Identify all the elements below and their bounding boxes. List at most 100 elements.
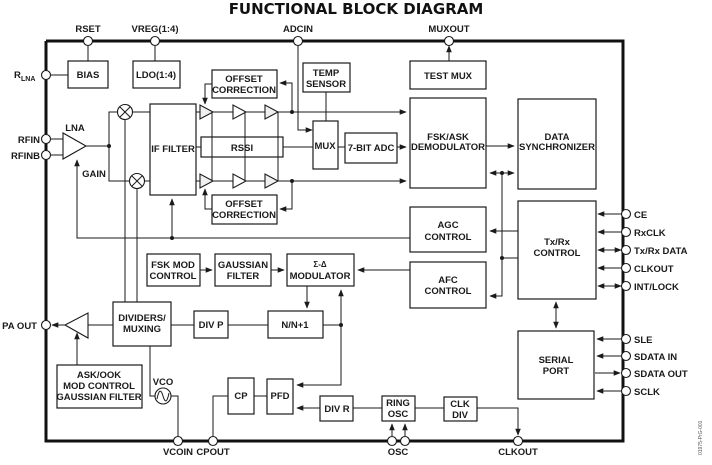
svg-text:GAIN: GAIN [82,169,106,180]
diagram-title: FUNCTIONAL BLOCK DIAGRAM [229,0,484,18]
if-amp-chain-i [196,80,407,120]
pin-ce: CE [597,208,647,221]
mixer-q-icon [128,172,146,190]
svg-text:GAUSSIAN: GAUSSIAN [218,260,268,271]
svg-text:MUXING: MUXING [123,324,161,335]
pin-pa-out: PA OUT [2,319,52,332]
block-div-p: DIV P [193,310,229,339]
pin-clkout-right: CLKOUT [597,262,674,275]
svg-text:DIV P: DIV P [199,320,224,331]
svg-text:OSC: OSC [388,447,409,458]
block-clk-div: CLK DIV [443,396,478,422]
svg-text:OFFSET: OFFSET [225,199,263,210]
block-dividers-muxing: DIVIDERS/ MUXING [112,301,172,347]
svg-text:7-BIT ADC: 7-BIT ADC [348,143,395,154]
svg-text:RxCLK: RxCLK [634,228,666,239]
block-ask-ook-mod-control: ASK/OOK MOD CONTROL GAUSSIAN FILTER [56,364,143,409]
svg-text:Tx/Rx: Tx/Rx [544,237,571,248]
pin-int-lock: INT/LOCK [597,280,679,293]
svg-text:DIVIDERS/: DIVIDERS/ [118,313,166,324]
svg-text:SERIAL: SERIAL [539,355,574,366]
pin-txrx-data: Tx/Rx DATA [597,244,688,257]
block-offset-correction-bottom: OFFSET CORRECTION [211,194,278,225]
svg-text:MODULATOR: MODULATOR [290,271,351,282]
chip-outline [44,39,625,443]
pin-adcin: ADCIN [283,24,313,133]
pin-muxout: MUXOUT [428,24,470,61]
block-fsk-ask-demodulator: FSK/ASK DEMODULATOR [409,97,487,189]
block-test-mux: TEST MUX [409,60,487,90]
svg-text:SCLK: SCLK [634,387,660,398]
svg-text:AGC: AGC [437,220,458,231]
block-agc-control: AGC CONTROL [409,206,487,253]
svg-text:MUX: MUX [314,141,336,152]
block-fsk-mod-control: FSK MOD CONTROL [146,253,201,287]
svg-text:DATA: DATA [545,132,570,143]
svg-text:SYNCHRONIZER: SYNCHRONIZER [519,142,595,153]
block-nn1: N/N+1 [267,310,324,339]
block-temp-sensor: TEMP SENSOR [302,62,351,93]
svg-text:RFIN: RFIN [18,135,40,146]
svg-text:PA OUT: PA OUT [2,321,37,332]
svg-text:CLKOUT: CLKOUT [498,447,538,458]
pin-rfinb: RFINB [11,149,63,162]
figure-id: 01975-PrG-001 [698,420,704,455]
svg-text:CLK: CLK [450,399,470,410]
block-ldo: LDO(1:4) [132,60,181,89]
svg-text:CLKOUT: CLKOUT [634,264,674,275]
svg-text:ADCIN: ADCIN [283,24,313,35]
svg-text:MUXOUT: MUXOUT [428,24,469,35]
svg-text:DEMODULATOR: DEMODULATOR [411,142,485,153]
svg-text:RSSI: RSSI [231,143,253,154]
svg-text:N/N+1: N/N+1 [281,320,309,331]
if-amp-chain-q [196,173,407,212]
pin-rxclk: RxCLK [597,226,666,239]
block-if-filter: IF FILTER [149,103,197,196]
svg-text:OFFSET: OFFSET [225,74,263,85]
block-sigma-delta-modulator: Σ-Δ MODULATOR [286,253,355,287]
block-serial-port: SERIAL PORT [517,330,595,400]
svg-text:VCOIN: VCOIN [163,447,193,458]
svg-text:DIV R: DIV R [324,404,349,415]
pin-sdata-out: SDATA OUT [595,367,688,380]
svg-text:IF FILTER: IF FILTER [151,144,195,155]
pin-rset: RSET [75,24,101,61]
svg-text:CPOUT: CPOUT [196,447,229,458]
lna-amplifier: LNA GAIN [62,123,106,180]
block-bias: BIAS [67,60,109,89]
svg-text:LNA: LNA [21,76,35,83]
svg-text:CONTROL: CONTROL [150,271,197,282]
block-gaussian-filter: GAUSSIAN FILTER [214,253,272,287]
block-mux: MUX [312,120,339,170]
svg-text:SDATA IN: SDATA IN [634,352,677,363]
svg-text:MOD CONTROL: MOD CONTROL [63,381,135,392]
svg-text:SDATA OUT: SDATA OUT [634,369,688,380]
svg-text:CONTROL: CONTROL [534,248,581,259]
svg-text:PFD: PFD [271,391,290,402]
svg-text:SLE: SLE [634,335,652,346]
svg-text:SENSOR: SENSOR [306,79,346,90]
svg-text:AFC: AFC [438,275,458,286]
svg-text:PORT: PORT [543,366,570,377]
block-rssi: RSSI [200,136,284,158]
pin-sdata-in: SDATA IN [596,350,677,363]
block-div-r: DIV R [319,395,354,422]
svg-text:OSC: OSC [388,409,409,420]
pin-rlna: R LNA [14,69,68,83]
svg-text:BIAS: BIAS [77,70,100,81]
vco-icon: VCO [153,377,173,405]
svg-text:CP: CP [234,391,248,402]
svg-text:TEST MUX: TEST MUX [424,71,473,82]
block-ring-osc: RING OSC [381,395,416,422]
svg-text:RFINB: RFINB [11,151,40,162]
block-pfd: PFD [266,378,294,415]
svg-text:CE: CE [634,210,647,221]
block-data-synchronizer: DATA SYNCHRONIZER [517,98,597,190]
block-afc-control: AFC CONTROL [409,261,487,309]
svg-text:GAUSSIAN FILTER: GAUSSIAN FILTER [56,392,141,403]
svg-text:Tx/Rx DATA: Tx/Rx DATA [634,246,688,257]
svg-text:RSET: RSET [75,24,101,35]
svg-text:Σ-Δ: Σ-Δ [313,260,326,269]
pin-sclk: SCLK [596,385,660,398]
pin-vreg: VREG(1:4) [132,24,178,61]
